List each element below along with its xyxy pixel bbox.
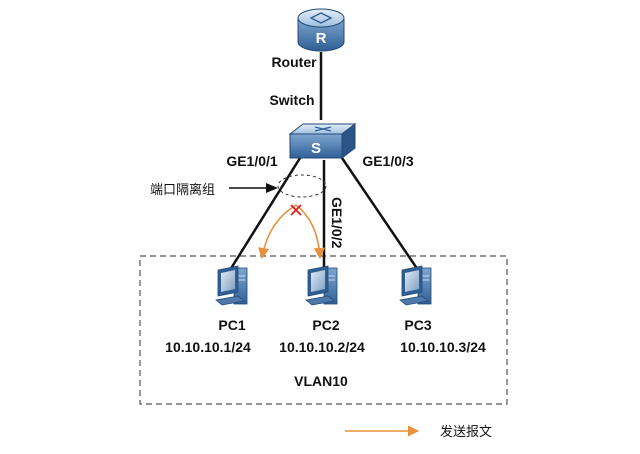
svg-text:S: S [311, 140, 321, 157]
port-ge1-0-1-label: GE1/0/1 [226, 153, 278, 169]
pc2-icon [305, 265, 338, 306]
link-ge1-0-1 [228, 157, 302, 271]
pc2-name: PC2 [312, 317, 339, 333]
port-ge1-0-2-label: GE1/0/2 [329, 197, 345, 249]
svg-text:R: R [316, 30, 327, 47]
switch-label: Switch [269, 92, 314, 108]
link-ge1-0-3 [340, 157, 420, 271]
isolation-pointer-arrowhead [266, 183, 278, 193]
legend-label: 发送报文 [440, 424, 492, 440]
pc3-name: PC3 [404, 317, 431, 333]
vlan10-label: VLAN10 [294, 373, 348, 389]
pc1-icon [215, 265, 248, 306]
switch-icon: S [288, 122, 357, 160]
pc3-icon [399, 265, 432, 306]
router-label: Router [271, 54, 317, 70]
pc2-ip: 10.10.10.2/24 [279, 339, 365, 355]
isolation-group-ellipse [277, 174, 327, 198]
pc3-ip: 10.10.10.3/24 [400, 339, 486, 355]
pc1-ip: 10.10.10.1/24 [165, 339, 251, 355]
blocked-x-icon [290, 204, 302, 216]
router-icon: R [297, 8, 345, 52]
traffic-arrow-to-pc1 [258, 204, 297, 260]
traffic-arrow-to-pc2 [295, 204, 326, 260]
port-ge1-0-3-label: GE1/0/3 [362, 153, 414, 169]
isolation-group-label: 端口隔离组 [150, 182, 215, 198]
pc1-name: PC1 [218, 317, 245, 333]
